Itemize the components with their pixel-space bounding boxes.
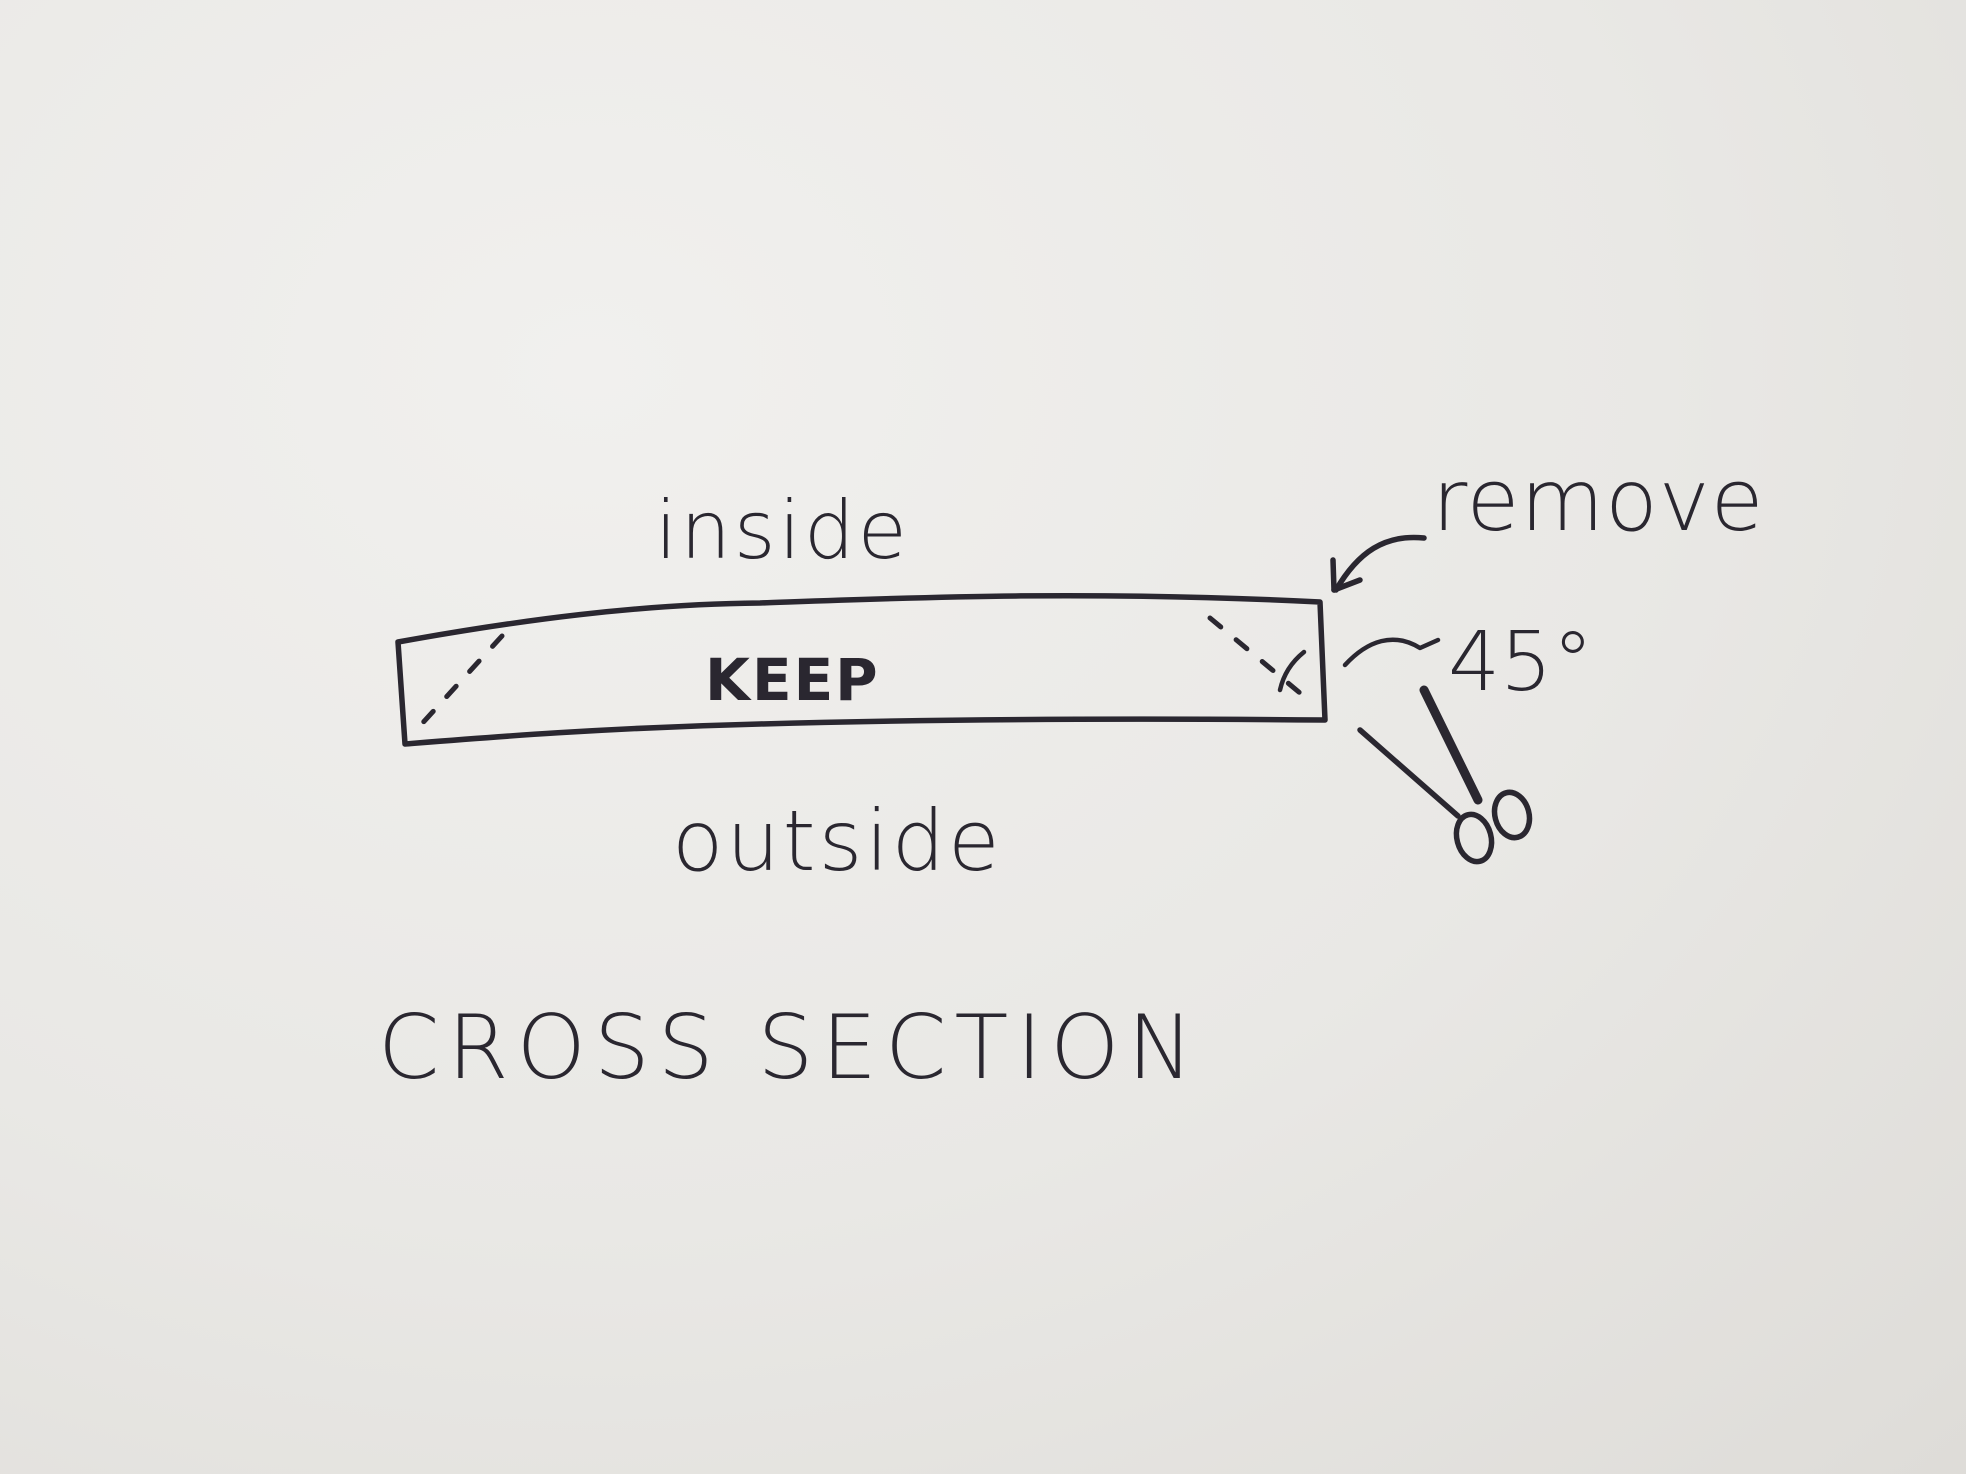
- scissors-icon: [1357, 685, 1533, 865]
- keep-label: KEEP: [705, 646, 880, 714]
- inside-label: inside: [655, 484, 910, 577]
- right-bevel-line: [1207, 615, 1309, 701]
- outside-label: outside: [672, 792, 1003, 890]
- board-outline: [395, 592, 1328, 747]
- angle-arc: [1277, 649, 1307, 693]
- curved-arrow-icon: [1330, 534, 1427, 593]
- cross-section-caption: CROSS SECTION: [378, 996, 1201, 1099]
- angle-label: 45°: [1448, 615, 1593, 710]
- left-bevel-line: [415, 633, 505, 731]
- remove-label: remove: [1432, 451, 1765, 551]
- angle-bracket: [1342, 637, 1441, 668]
